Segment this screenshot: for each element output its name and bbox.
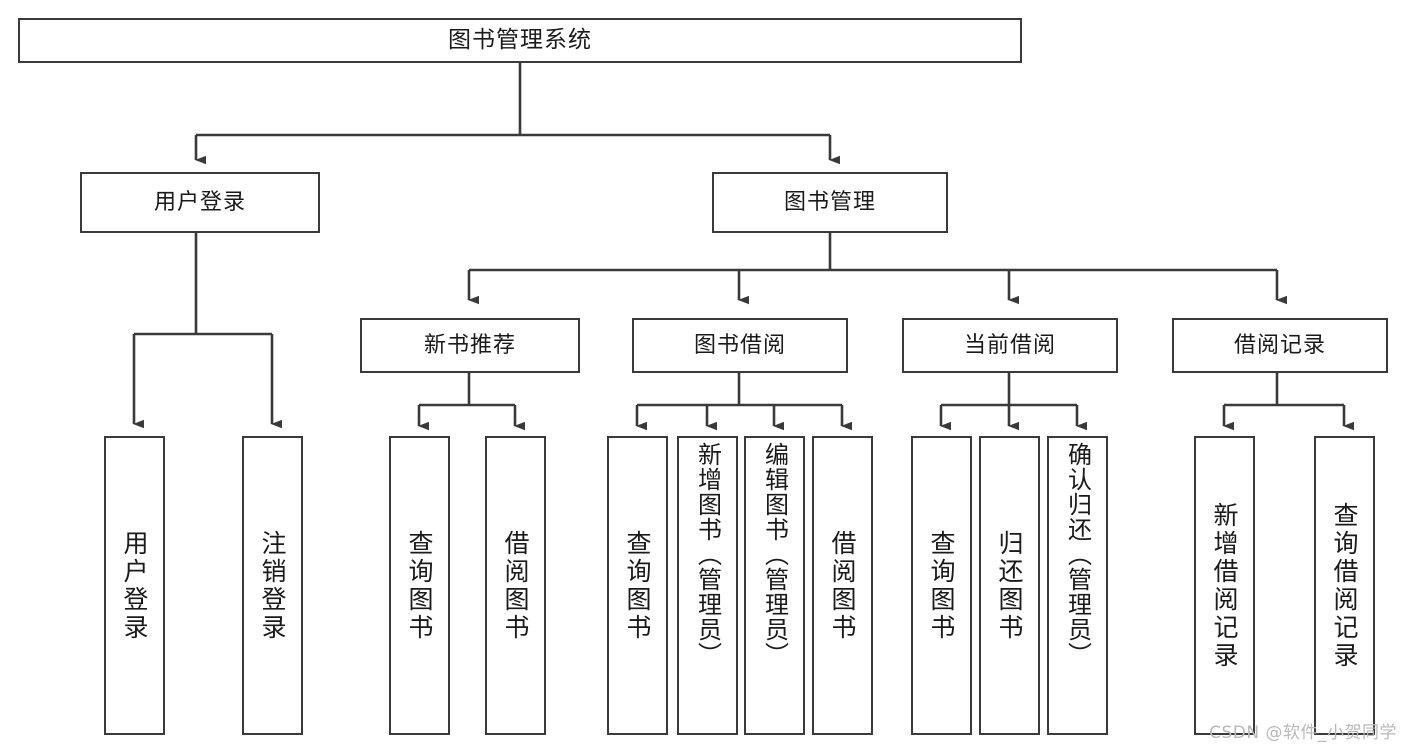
- node-leaf-query-borrow-record[interactable]: 查询借阅记录: [1314, 436, 1375, 735]
- node-leaf-add-borrow-record-label: 新增借阅记录: [1210, 501, 1239, 670]
- node-borrow-record[interactable]: 借阅记录: [1172, 318, 1388, 373]
- node-leaf-borrow-book-2[interactable]: 借阅图书: [812, 436, 873, 735]
- node-book-manage-label: 图书管理: [783, 189, 876, 215]
- node-leaf-logout-login[interactable]: 注销登录: [242, 436, 303, 735]
- node-leaf-borrow-book-1-label: 借阅图书: [501, 529, 530, 642]
- node-leaf-edit-book-admin-label: 编辑图书（管理员）: [760, 442, 789, 667]
- node-leaf-query-book-2[interactable]: 查询图书: [607, 436, 668, 735]
- node-leaf-query-book-1[interactable]: 查询图书: [389, 436, 450, 735]
- node-root-system-label: 图书管理系统: [448, 26, 592, 53]
- node-leaf-add-book-admin[interactable]: 新增图书（管理员）: [677, 436, 738, 735]
- node-leaf-confirm-return-admin[interactable]: 确认归还（管理员）: [1047, 436, 1108, 735]
- node-leaf-logout-login-label: 注销登录: [258, 529, 287, 642]
- node-leaf-query-book-3[interactable]: 查询图书: [911, 436, 972, 735]
- node-leaf-user-login[interactable]: 用户登录: [104, 436, 165, 735]
- node-user-login-label: 用户登录: [153, 189, 246, 215]
- node-root-system[interactable]: 图书管理系统: [18, 18, 1022, 63]
- node-book-borrow[interactable]: 图书借阅: [632, 318, 848, 373]
- node-leaf-query-book-1-label: 查询图书: [405, 529, 434, 642]
- csdn-watermark: CSDN @软件_小贺同学: [1209, 723, 1397, 743]
- node-leaf-query-borrow-record-label: 查询借阅记录: [1330, 501, 1359, 670]
- node-leaf-add-book-admin-label: 新增图书（管理员）: [693, 442, 722, 667]
- node-new-book-recommend-label: 新书推荐: [423, 332, 516, 358]
- node-leaf-return-book[interactable]: 归还图书: [979, 436, 1040, 735]
- node-user-login[interactable]: 用户登录: [80, 172, 320, 233]
- node-leaf-borrow-book-1[interactable]: 借阅图书: [485, 436, 546, 735]
- node-current-borrow-label: 当前借阅: [963, 332, 1056, 358]
- node-leaf-borrow-book-2-label: 借阅图书: [828, 529, 857, 642]
- node-leaf-query-book-3-label: 查询图书: [927, 529, 956, 642]
- node-leaf-return-book-label: 归还图书: [995, 529, 1024, 642]
- node-current-borrow[interactable]: 当前借阅: [902, 318, 1118, 373]
- node-leaf-add-borrow-record[interactable]: 新增借阅记录: [1194, 436, 1255, 735]
- node-book-manage[interactable]: 图书管理: [712, 172, 948, 233]
- node-leaf-confirm-return-admin-label: 确认归还（管理员）: [1063, 442, 1092, 667]
- node-leaf-user-login-label: 用户登录: [120, 529, 149, 642]
- node-leaf-query-book-2-label: 查询图书: [623, 529, 652, 642]
- node-new-book-recommend[interactable]: 新书推荐: [360, 318, 580, 373]
- node-leaf-edit-book-admin[interactable]: 编辑图书（管理员）: [744, 436, 805, 735]
- node-borrow-record-label: 借阅记录: [1233, 332, 1326, 358]
- node-book-borrow-label: 图书借阅: [693, 332, 786, 358]
